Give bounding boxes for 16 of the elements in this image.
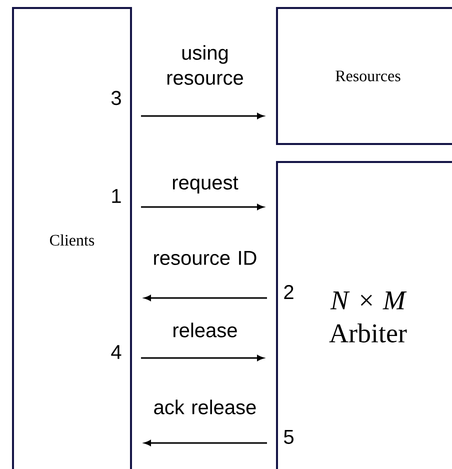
step-number: 2 — [284, 285, 294, 299]
box: Resources — [276, 7, 452, 145]
arrow — [144, 440, 267, 446]
edge-label: ack release — [154, 400, 256, 414]
step-number: 4 — [111, 345, 122, 359]
step-number: 1 — [112, 189, 121, 203]
edge-label: using resource — [167, 45, 243, 85]
arrow — [141, 113, 264, 119]
arrow — [141, 204, 264, 210]
arrow — [141, 355, 264, 361]
edge-label: release — [174, 322, 237, 338]
edge-label: resource ID — [154, 251, 256, 265]
edge-label: request — [172, 176, 238, 194]
step-number: 3 — [111, 90, 121, 106]
arrow — [144, 295, 267, 301]
step-number: 5 — [284, 430, 294, 444]
